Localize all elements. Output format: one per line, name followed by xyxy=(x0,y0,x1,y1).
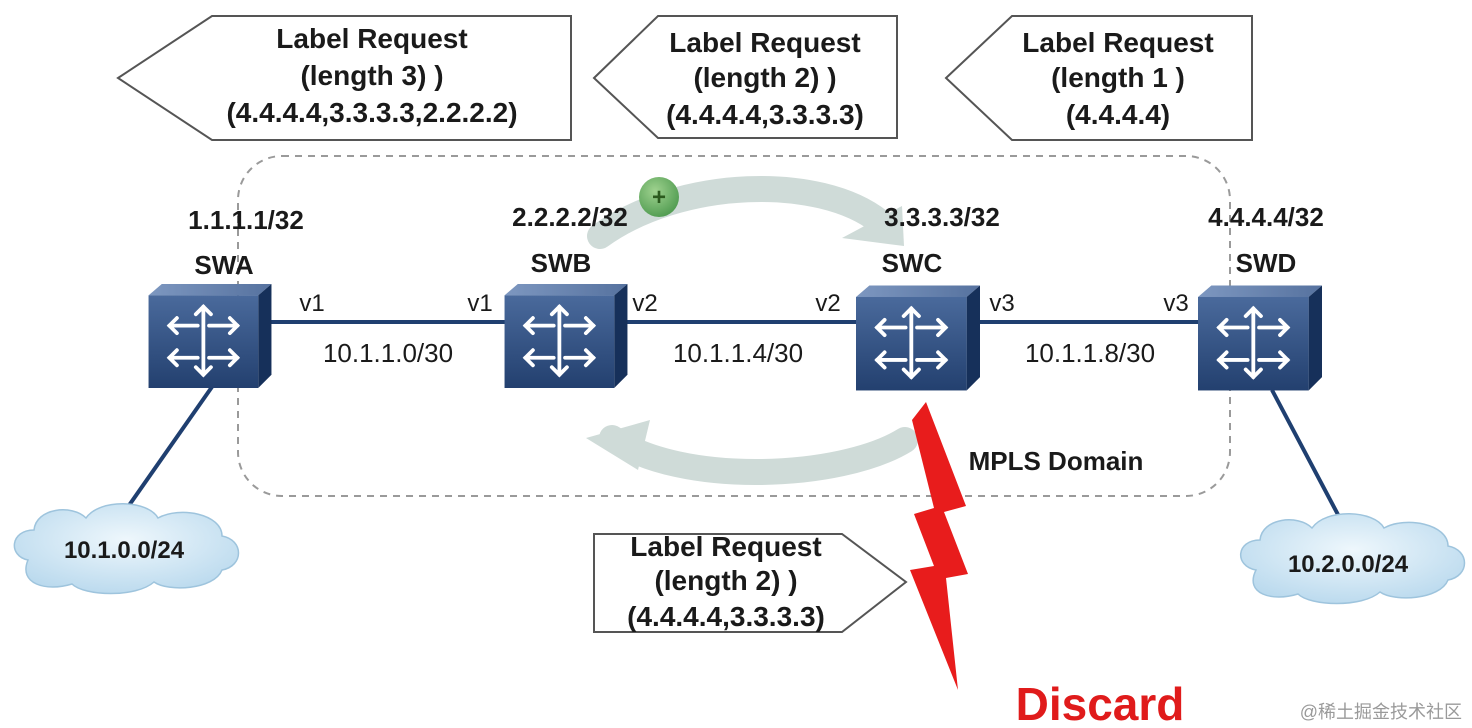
message-title: Label Request xyxy=(630,531,821,562)
lightning-icon xyxy=(910,402,968,690)
mpls-domain-boundary xyxy=(237,155,1231,497)
switch-icon xyxy=(148,284,272,388)
cloud-left: 10.1.0.0/24 xyxy=(13,503,240,595)
watermark: @稀土掘金技术社区 xyxy=(1300,702,1462,722)
swd-interface: v3 xyxy=(1163,290,1188,317)
discard-label: Discard xyxy=(1016,678,1185,728)
message-arrow-shape xyxy=(944,15,1253,141)
swd-name: SWD xyxy=(1236,248,1297,278)
swd-loopback: 4.4.4.4/32 xyxy=(1208,202,1324,232)
swc-loopback: 3.3.3.3/32 xyxy=(884,202,1000,232)
message-path: (4.4.4.4,3.3.3.3) xyxy=(627,601,825,632)
message-title: Label Request xyxy=(669,27,860,58)
top-message-1: Label Request (length 3) ) (4.4.4.4,3.3.… xyxy=(116,15,572,141)
swb-interface-left: v1 xyxy=(467,290,492,317)
link-swd-cloud xyxy=(1270,389,1346,527)
switch-swa[interactable] xyxy=(148,284,272,388)
top-message-3: Label Request (length 1 ) (4.4.4.4) xyxy=(944,15,1253,141)
swa-name: SWA xyxy=(194,250,253,280)
swc-interface-right: v3 xyxy=(989,290,1014,317)
cloud-icon xyxy=(1239,513,1466,605)
switch-swb[interactable] xyxy=(504,284,628,388)
message-arrow-shape xyxy=(116,15,572,141)
message-path: (4.4.4.4) xyxy=(1066,99,1170,130)
switch-icon xyxy=(1198,284,1322,392)
swb-interface-right: v2 xyxy=(632,290,657,317)
swa-interface: v1 xyxy=(299,290,324,317)
loop-arrow-icon xyxy=(586,175,918,485)
switch-icon xyxy=(504,284,628,388)
switch-swc[interactable] xyxy=(856,284,980,392)
svg-text:+: + xyxy=(652,184,666,211)
message-path: (4.4.4.4,3.3.3.3) xyxy=(666,99,864,130)
swa-loopback: 1.1.1.1/32 xyxy=(188,205,304,235)
switch-swd[interactable] xyxy=(1198,284,1322,392)
subnet-swc-swd: 10.1.1.8/30 xyxy=(1025,338,1155,368)
cloud-right-label: 10.2.0.0/24 xyxy=(1288,551,1409,578)
message-title: Label Request xyxy=(276,23,467,54)
mpls-domain-label: MPLS Domain xyxy=(969,446,1144,476)
message-length: (length 2) ) xyxy=(654,565,797,596)
message-title: Label Request xyxy=(1022,27,1213,58)
message-length: (length 1 ) xyxy=(1051,62,1185,93)
plus-icon: + xyxy=(639,177,679,217)
swb-loopback: 2.2.2.2/32 xyxy=(512,202,628,232)
swc-interface-left: v2 xyxy=(815,290,840,317)
swc-name: SWC xyxy=(882,248,943,278)
switch-icon xyxy=(856,284,980,392)
link-swa-cloud xyxy=(114,382,216,526)
message-path: (4.4.4.4,3.3.3.3,2.2.2.2) xyxy=(226,97,517,128)
message-arrow-shape xyxy=(592,15,898,139)
top-message-2: Label Request (length 2) ) (4.4.4.4,3.3.… xyxy=(592,15,898,139)
cloud-icon xyxy=(13,503,240,595)
cloud-right: 10.2.0.0/24 xyxy=(1239,513,1466,605)
bottom-message: Label Request (length 2) ) (4.4.4.4,3.3.… xyxy=(593,531,908,633)
swb-name: SWB xyxy=(531,248,592,278)
cloud-left-label: 10.1.0.0/24 xyxy=(64,537,185,564)
message-length: (length 3) ) xyxy=(300,60,443,91)
subnet-swa-swb: 10.1.1.0/30 xyxy=(323,338,453,368)
message-length: (length 2) ) xyxy=(693,62,836,93)
subnet-swb-swc: 10.1.1.4/30 xyxy=(673,338,803,368)
message-arrow-shape xyxy=(593,533,908,633)
